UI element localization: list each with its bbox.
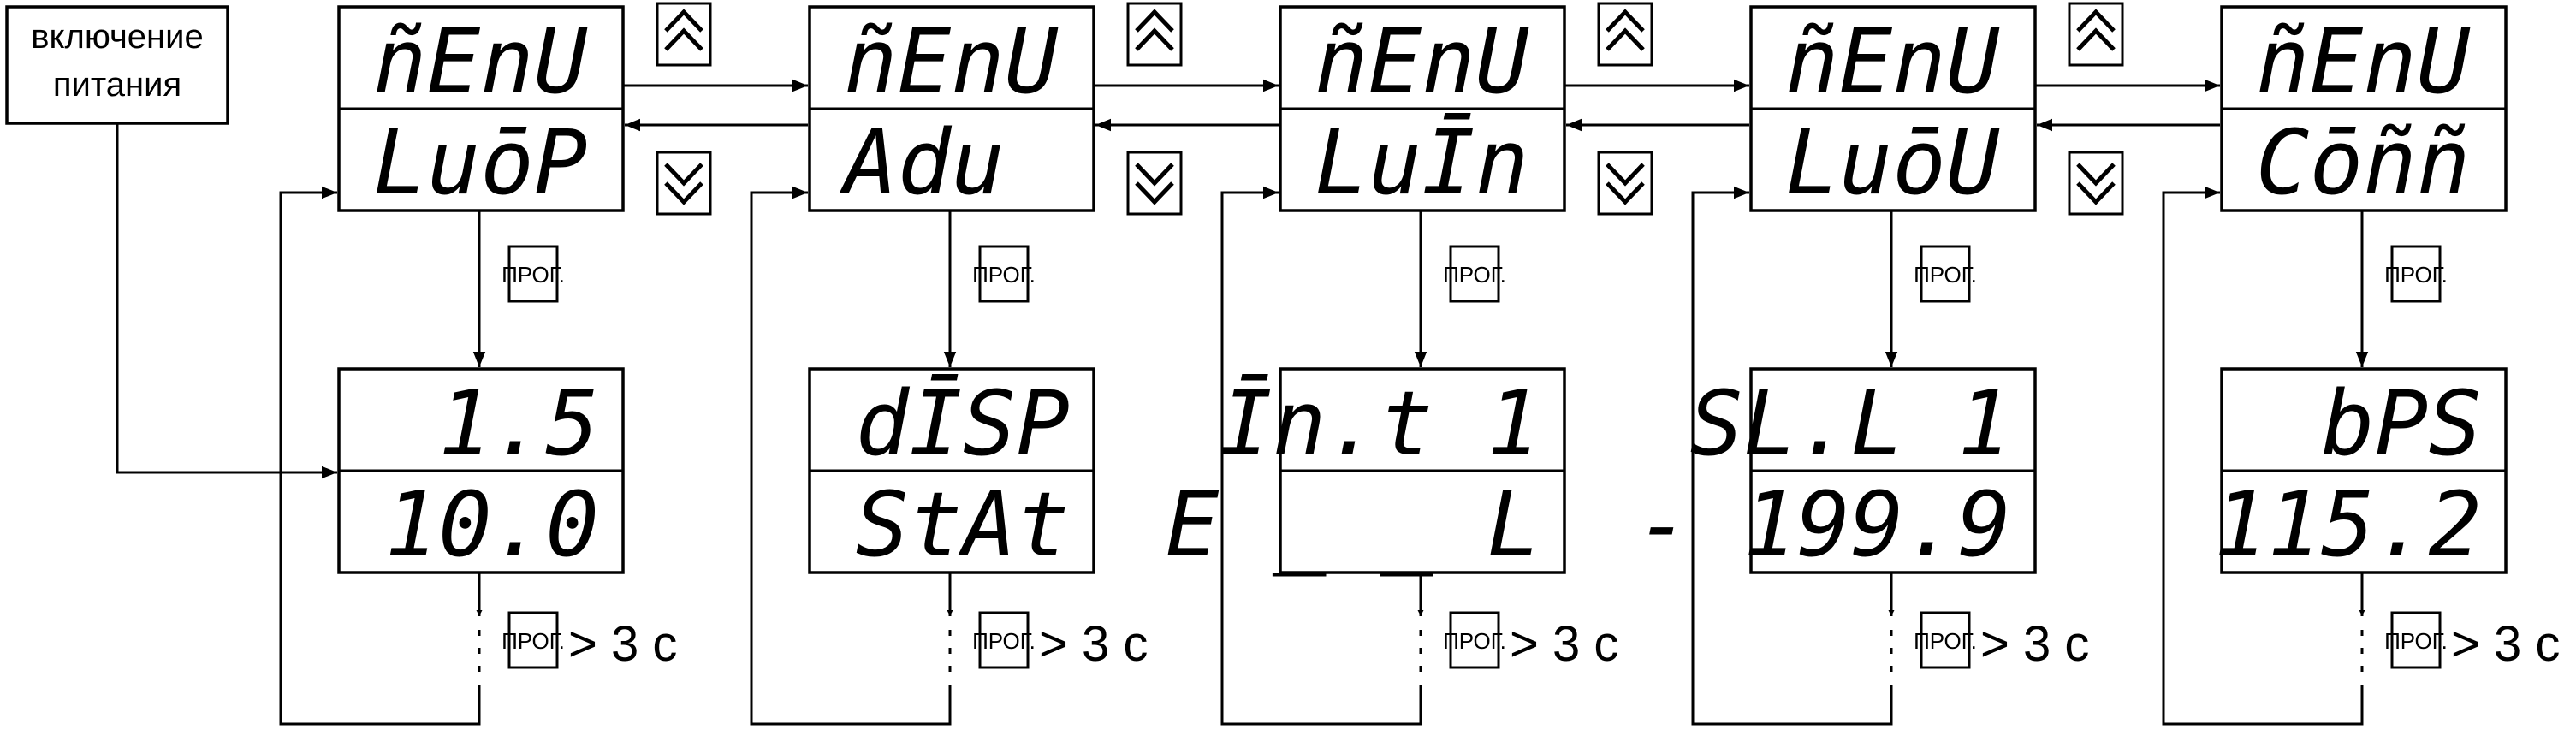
prog-hold-button[interactable]: ПРОГ. xyxy=(502,611,565,669)
down-button[interactable] xyxy=(1597,151,1653,216)
menu-display-top: ñEnU xyxy=(844,9,1059,114)
double-chevron-down-icon xyxy=(2076,163,2116,205)
menu-display-top: ñEnU xyxy=(1785,9,2000,114)
double-chevron-down-icon xyxy=(1135,163,1174,205)
prog-hold-button-label: ПРОГ. xyxy=(1914,628,1977,654)
prog-hold-button[interactable]: ПРОГ. xyxy=(2384,611,2448,669)
param-display-bottom: - 199.9 xyxy=(1636,472,2011,577)
param-display: 1.5 10.0 xyxy=(337,367,625,577)
prog-button-label: ПРОГ. xyxy=(1914,262,1977,288)
prog-hold-button-label: ПРОГ. xyxy=(1443,628,1506,654)
param-display-bottom: 10.0 xyxy=(385,472,599,577)
menu-display-top: ñEnU xyxy=(2256,9,2471,114)
prog-button-label: ПРОГ. xyxy=(972,262,1036,288)
hold-duration-label: > 3 с xyxy=(1510,616,1618,672)
param-display-top: bPS xyxy=(2321,371,2482,476)
power-on-block: включение питания xyxy=(5,5,337,479)
prog-hold-button[interactable]: ПРОГ. xyxy=(1443,611,1506,669)
menu-display-bottom: Cōññ xyxy=(2256,110,2470,215)
column-adv: ñEnU Adu dĪSP StAt ПРОГ. ПРОГ. > 3 с xyxy=(750,2,1279,726)
prog-button-label: ПРОГ. xyxy=(502,262,565,288)
hold-duration-label: > 3 с xyxy=(1980,616,2089,672)
double-chevron-down-icon xyxy=(664,163,703,205)
prog-hold-button[interactable]: ПРОГ. xyxy=(972,611,1036,669)
power-on-arrow xyxy=(116,123,337,479)
column-loop: ñEnU LuōP 1.5 10.0 ПРОГ. ПРОГ. > 3 с xyxy=(279,2,808,726)
up-button[interactable] xyxy=(656,2,712,67)
double-chevron-down-icon xyxy=(1606,163,1645,205)
return-arrow xyxy=(279,186,481,726)
param-display-bottom: 115.2 xyxy=(2214,472,2482,577)
prog-button[interactable]: ПРОГ. xyxy=(1443,245,1506,303)
param-display: SL.L 1 - 199.9 xyxy=(1636,367,2037,577)
return-arrow xyxy=(2162,186,2364,726)
param-display: bPS 115.2 xyxy=(2214,367,2508,577)
param-display-top: SL.L 1 xyxy=(1689,371,2011,476)
power-on-label-line2: питания xyxy=(53,66,181,104)
menu-display: ñEnU LuōP xyxy=(337,5,625,215)
column-lvou: ñEnU LuōU SL.L 1 - 199.9 ПРОГ. ПРОГ. > 3… xyxy=(1636,2,2220,726)
prog-button[interactable]: ПРОГ. xyxy=(2384,245,2448,303)
prog-hold-button-label: ПРОГ. xyxy=(2384,628,2448,654)
menu-display: ñEnU Adu xyxy=(808,5,1095,215)
prog-hold-button-label: ПРОГ. xyxy=(502,628,565,654)
column-comm: ñEnU Cōññ bPS 115.2 ПРОГ. ПРОГ. > 3 с xyxy=(2162,5,2560,726)
menu-display-top: ñEnU xyxy=(373,9,588,114)
double-chevron-up-icon xyxy=(664,9,703,51)
param-display: Īn.t 1 E _ _ L xyxy=(1166,367,1566,577)
double-chevron-up-icon xyxy=(1606,9,1645,51)
down-button[interactable] xyxy=(1126,151,1183,216)
param-display-top: Īn.t 1 xyxy=(1219,371,1540,476)
prog-button[interactable]: ПРОГ. xyxy=(502,245,565,303)
param-display-bottom: StAt xyxy=(856,472,1070,577)
param-display: dĪSP StAt xyxy=(808,367,1095,577)
hold-duration-label: > 3 с xyxy=(1039,616,1148,672)
menu-display: ñEnU LuōU xyxy=(1749,5,2037,215)
prog-button-label: ПРОГ. xyxy=(2384,262,2448,288)
down-button[interactable] xyxy=(2068,151,2124,216)
prog-hold-button-label: ПРОГ. xyxy=(972,628,1036,654)
power-on-label-line1: включение xyxy=(31,18,203,56)
menu-display: ñEnU Cōññ xyxy=(2220,5,2508,215)
param-display-top: 1.5 xyxy=(438,371,599,476)
menu-display: ñEnU LuĪn xyxy=(1279,5,1566,215)
prog-button-label: ПРОГ. xyxy=(1443,262,1506,288)
up-button[interactable] xyxy=(1126,2,1183,67)
double-chevron-up-icon xyxy=(2076,9,2116,51)
hold-duration-label: > 3 с xyxy=(2451,616,2560,672)
menu-display-bottom: LuĪn xyxy=(1315,110,1528,215)
menu-display-bottom: Adu xyxy=(839,110,1005,215)
param-display-bottom: E _ _ L xyxy=(1166,472,1540,577)
return-arrow xyxy=(1691,186,1893,726)
menu-display-bottom: LuōP xyxy=(373,110,587,215)
prog-button[interactable]: ПРОГ. xyxy=(1914,245,1977,303)
prog-hold-button[interactable]: ПРОГ. xyxy=(1914,611,1977,669)
column-lvin: ñEnU LuĪn Īn.t 1 E _ _ L ПРОГ. ПРОГ. > 3… xyxy=(1166,2,1749,726)
double-chevron-up-icon xyxy=(1135,9,1174,51)
prog-button[interactable]: ПРОГ. xyxy=(972,245,1036,303)
menu-display-bottom: LuōU xyxy=(1785,110,2000,215)
down-button[interactable] xyxy=(656,151,712,216)
hold-duration-label: > 3 с xyxy=(568,616,677,672)
menu-display-top: ñEnU xyxy=(1315,9,1529,114)
return-arrow xyxy=(750,186,952,726)
up-button[interactable] xyxy=(2068,2,2124,67)
param-display-top: dĪSP xyxy=(856,371,1070,476)
up-button[interactable] xyxy=(1597,2,1653,67)
return-arrow xyxy=(1220,186,1422,726)
